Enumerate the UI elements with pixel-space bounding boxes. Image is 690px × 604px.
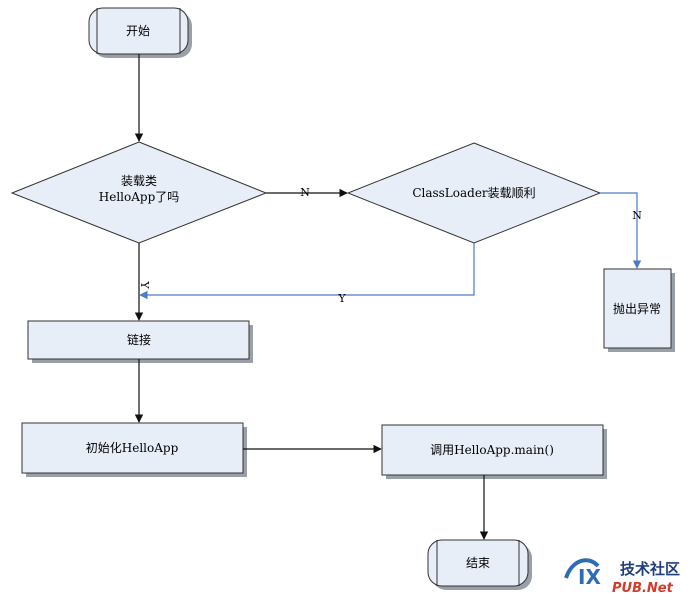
decision-load-class-label-line2: HelloApp了吗	[99, 190, 180, 204]
watermark-text-cn: 技术社区	[620, 560, 680, 578]
decision-classloader-ok-label: ClassLoader装载顺利	[412, 186, 535, 200]
watermark-logo-mark: IX	[578, 565, 601, 589]
init-node: 初始化HelloApp	[21, 422, 247, 477]
watermark-text-en: PUB.Net	[612, 581, 674, 596]
init-label: 初始化HelloApp	[86, 441, 179, 455]
edge-decision2-no	[600, 192, 642, 269]
watermark-swoosh	[564, 558, 600, 579]
link-label: 链接	[127, 332, 151, 347]
call-main-node: 调用HelloApp.main()	[381, 424, 607, 479]
decision-classloader-ok: ClassLoader装载顺利	[346, 142, 602, 244]
decision-load-class: 装载类 HelloApp了吗	[10, 141, 268, 244]
edge-decision2-yes	[139, 243, 475, 300]
watermark-logo: IX 技术社区 PUB.Net	[564, 558, 680, 596]
end-node: 结束	[427, 539, 532, 590]
decision-load-class-label-line1: 装载类	[121, 174, 157, 188]
start-node: 开始	[88, 7, 192, 58]
link-node: 链接	[27, 320, 253, 363]
edge-decision1-no-label: N	[300, 186, 310, 199]
throw-exception-label: 抛出异常	[613, 301, 661, 316]
edge-decision2-no-label: N	[632, 209, 642, 222]
end-label: 结束	[466, 556, 490, 570]
start-label: 开始	[126, 24, 150, 38]
edge-decision1-yes-label: Y	[138, 280, 151, 289]
throw-exception-node: 抛出异常	[603, 268, 675, 352]
edge-decision2-yes-label: Y	[337, 292, 346, 305]
call-main-label: 调用HelloApp.main()	[430, 443, 554, 457]
